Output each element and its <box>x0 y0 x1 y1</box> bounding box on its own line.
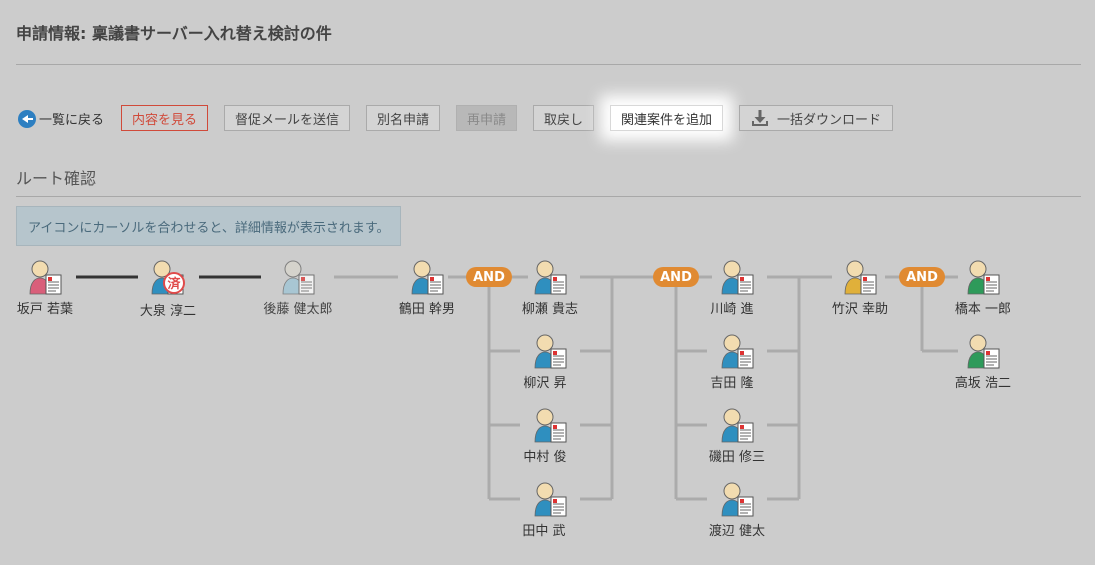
approver-name: 渡辺 健太 <box>708 524 766 539</box>
bulk-download-label: 一括ダウンロード <box>776 112 881 128</box>
document-icon <box>737 496 754 517</box>
person-icon <box>967 260 1000 295</box>
document-icon <box>45 274 62 295</box>
approver-icon-oizumi[interactable]: 済 <box>150 259 186 295</box>
page-title: 申請情報: 稟議書サーバー入れ替え検討の件 <box>16 24 332 43</box>
add-related-button[interactable]: 関連案件を追加 <box>610 105 723 131</box>
and-badge-3: AND <box>899 267 945 287</box>
approver-icon-yanagisawa[interactable] <box>533 333 569 369</box>
approver-icon-isoda[interactable] <box>720 407 756 443</box>
approver-name: 坂戸 若葉 <box>16 302 74 317</box>
person-icon: 済 <box>151 260 185 295</box>
approver-name: 吉田 隆 <box>710 376 754 391</box>
back-arrow-icon <box>18 109 36 128</box>
approver-icon-tsuruta[interactable] <box>410 259 446 295</box>
proxy-apply-button[interactable]: 別名申請 <box>366 105 440 131</box>
person-icon <box>282 260 315 295</box>
document-icon <box>298 274 315 295</box>
approver-name: 磯田 修三 <box>708 450 766 465</box>
approver-name: 高坂 浩二 <box>954 376 1012 391</box>
person-icon <box>721 482 754 517</box>
back-label: 一覧に戻る <box>39 113 105 128</box>
document-icon <box>427 274 444 295</box>
document-icon <box>550 274 567 295</box>
document-icon <box>550 496 567 517</box>
person-icon <box>534 408 567 443</box>
send-reminder-button[interactable]: 督促メールを送信 <box>224 105 350 131</box>
header-divider <box>16 64 1081 65</box>
approver-name: 柳沢 昇 <box>523 376 567 391</box>
approver-icon-sakado[interactable] <box>28 259 64 295</box>
hover-hint-message: アイコンにカーソルを合わせると、詳細情報が表示されます。 <box>16 206 401 246</box>
approver-icon-yanase[interactable] <box>533 259 569 295</box>
person-icon <box>411 260 444 295</box>
document-icon <box>737 274 754 295</box>
document-icon <box>860 274 877 295</box>
route-section-title: ルート確認 <box>16 169 97 188</box>
back-to-list-link[interactable]: 一覧に戻る <box>18 109 104 128</box>
svg-text:済: 済 <box>167 276 181 292</box>
approver-icon-tanaka[interactable] <box>533 481 569 517</box>
approver-icon-kosaka[interactable] <box>966 333 1002 369</box>
section-divider <box>16 196 1081 197</box>
download-icon <box>751 109 769 127</box>
approver-name: 田中 武 <box>522 524 566 539</box>
document-icon <box>983 274 1000 295</box>
person-icon <box>534 260 567 295</box>
approver-name: 竹沢 幸助 <box>831 302 889 317</box>
approver-name: 川崎 進 <box>710 302 754 317</box>
approver-name: 鶴田 幹男 <box>398 302 456 317</box>
approver-icon-watanabe[interactable] <box>720 481 756 517</box>
person-icon <box>844 260 877 295</box>
view-content-button[interactable]: 内容を見る <box>121 105 208 131</box>
approver-icon-hashimoto[interactable] <box>966 259 1002 295</box>
approver-icon-nakamura[interactable] <box>533 407 569 443</box>
reapply-button: 再申請 <box>456 105 517 131</box>
document-icon <box>737 422 754 443</box>
and-badge-1: AND <box>466 267 512 287</box>
and-badge-2: AND <box>653 267 699 287</box>
approver-icon-goto[interactable] <box>281 259 317 295</box>
approver-icon-kawasaki[interactable] <box>720 259 756 295</box>
approver-icon-takezawa[interactable] <box>843 259 879 295</box>
approver-name: 大泉 淳二 <box>139 304 197 319</box>
approver-name: 柳瀬 貴志 <box>521 302 579 317</box>
person-icon <box>29 260 62 295</box>
person-icon <box>967 334 1000 369</box>
document-icon <box>737 348 754 369</box>
approver-name: 後藤 健太郎 <box>263 302 333 317</box>
document-icon <box>550 348 567 369</box>
approver-icon-yoshida[interactable] <box>720 333 756 369</box>
person-icon <box>534 334 567 369</box>
person-icon <box>721 408 754 443</box>
document-icon <box>983 348 1000 369</box>
person-icon <box>534 482 567 517</box>
withdraw-button[interactable]: 取戻し <box>533 105 594 131</box>
document-icon <box>550 422 567 443</box>
approver-name: 中村 俊 <box>523 450 567 465</box>
bulk-download-button[interactable]: 一括ダウンロード <box>739 105 893 131</box>
person-icon <box>721 260 754 295</box>
approved-stamp-icon: 済 <box>163 272 185 294</box>
person-icon <box>721 334 754 369</box>
approver-name: 橋本 一郎 <box>954 302 1012 317</box>
